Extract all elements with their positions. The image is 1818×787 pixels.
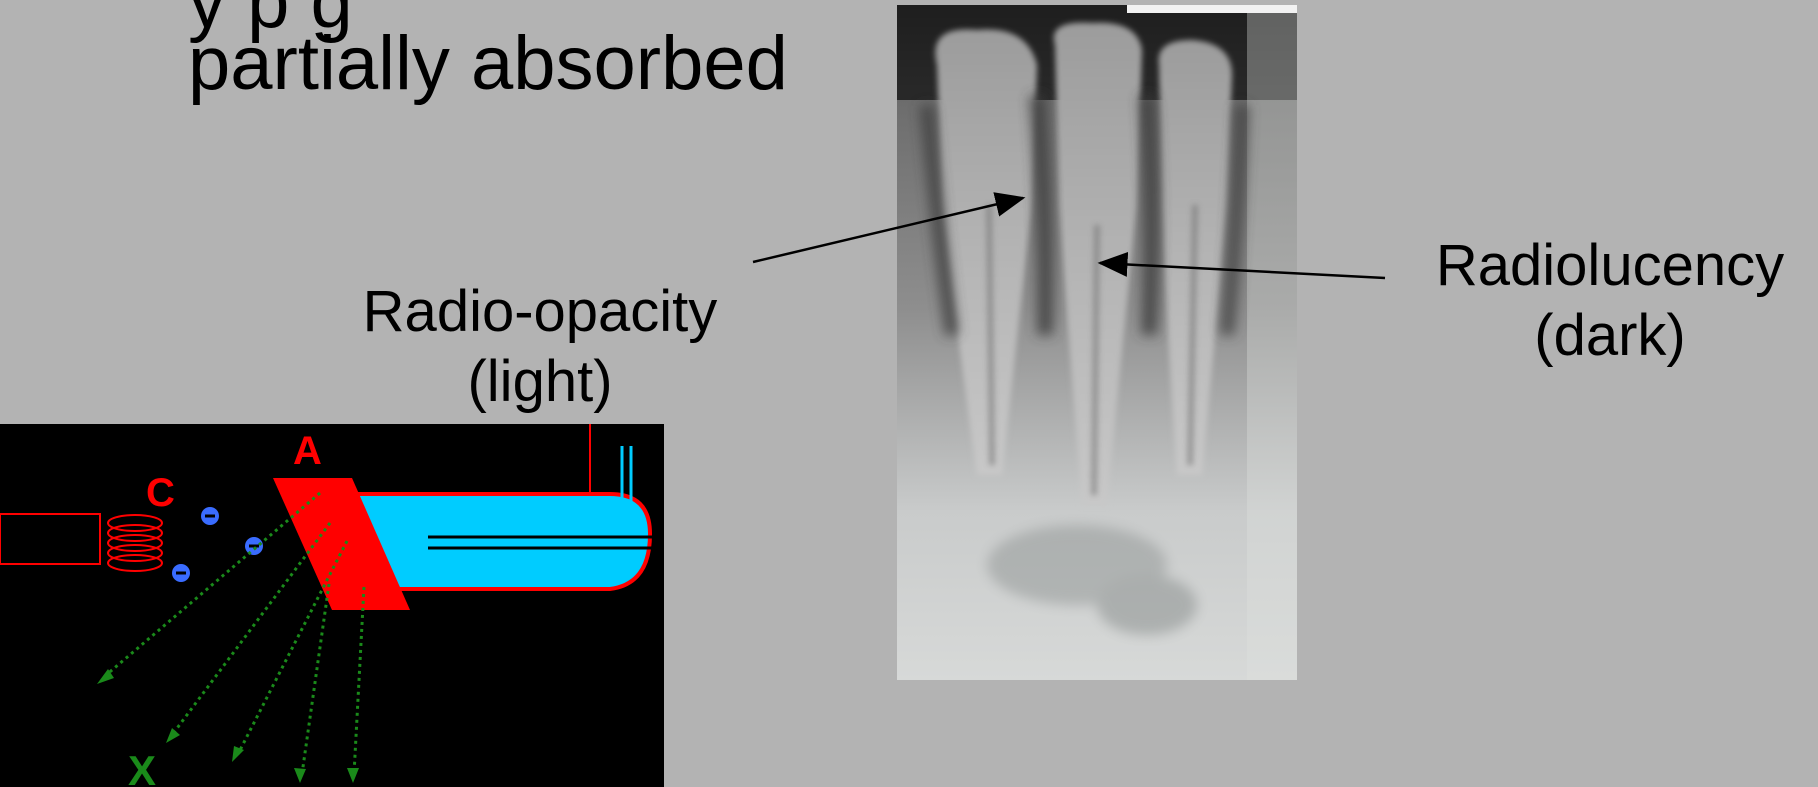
cathode-label: C [146, 471, 175, 515]
radiolucency-label-line2: (dark) [1405, 301, 1815, 371]
xray-label: X [128, 747, 156, 787]
radiolucency-label-line1: Radiolucency [1405, 231, 1815, 301]
radiopacity-label-line2: (light) [340, 347, 740, 417]
slide-title: partially absorbed [188, 22, 788, 106]
radiolucency-label: Radiolucency (dark) [1405, 231, 1815, 371]
xray-tube-diagram: C A X [0, 424, 664, 787]
dental-xray-image [897, 5, 1297, 680]
radiopacity-label-line1: Radio-opacity [340, 277, 740, 347]
anode-label: A [293, 429, 322, 473]
radiopacity-label: Radio-opacity (light) [340, 277, 740, 417]
